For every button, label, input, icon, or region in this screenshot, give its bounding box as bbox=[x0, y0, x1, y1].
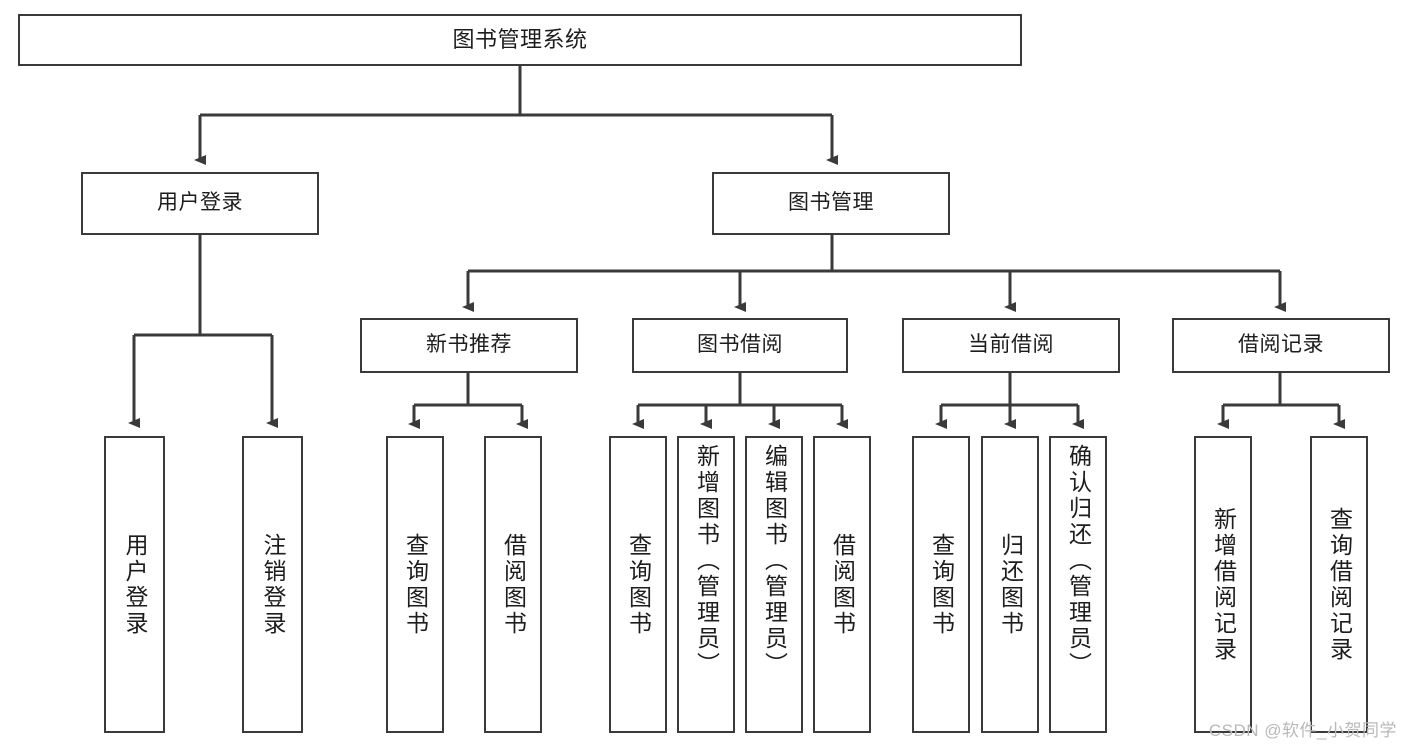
leaf-query-book-borrow[interactable]: 查询图书 bbox=[609, 436, 667, 733]
node-current-borrow[interactable]: 当前借阅 bbox=[902, 318, 1120, 373]
leaf-confirm-return-admin[interactable]: 确认归还（管理员） bbox=[1049, 436, 1107, 733]
leaf-query-book-recommend[interactable]: 查询图书 bbox=[386, 436, 444, 733]
node-label: 图书管理 bbox=[788, 191, 874, 215]
node-label: 确认归还（管理员） bbox=[1065, 444, 1092, 678]
leaf-add-borrow-record[interactable]: 新增借阅记录 bbox=[1194, 436, 1252, 733]
node-label: 图书借阅 bbox=[697, 333, 783, 357]
node-label: 用户登录 bbox=[157, 191, 243, 215]
node-label: 借阅图书 bbox=[500, 532, 527, 637]
leaf-add-book-admin[interactable]: 新增图书（管理员） bbox=[677, 436, 735, 733]
node-user-login[interactable]: 用户登录 bbox=[81, 172, 319, 235]
node-label: 借阅记录 bbox=[1238, 333, 1324, 357]
node-book-borrow[interactable]: 图书借阅 bbox=[632, 318, 848, 373]
node-label: 图书管理系统 bbox=[452, 27, 588, 53]
leaf-borrow-book[interactable]: 借阅图书 bbox=[813, 436, 871, 733]
node-label: 用户登录 bbox=[122, 532, 148, 637]
node-label: 新书推荐 bbox=[426, 333, 512, 357]
node-label: 查询图书 bbox=[625, 532, 652, 637]
node-label: 新增图书（管理员） bbox=[693, 444, 720, 678]
node-new-book-recommend[interactable]: 新书推荐 bbox=[360, 318, 578, 373]
node-label: 借阅图书 bbox=[829, 532, 856, 637]
leaf-borrow-book-recommend[interactable]: 借阅图书 bbox=[484, 436, 542, 733]
node-label: 查询借阅记录 bbox=[1326, 506, 1353, 663]
node-label: 编辑图书（管理员） bbox=[761, 444, 788, 678]
node-label: 归还图书 bbox=[997, 532, 1024, 637]
leaf-query-borrow-record[interactable]: 查询借阅记录 bbox=[1310, 436, 1368, 733]
node-book-management[interactable]: 图书管理 bbox=[712, 172, 950, 235]
leaf-query-book-current[interactable]: 查询图书 bbox=[912, 436, 970, 733]
node-borrow-record[interactable]: 借阅记录 bbox=[1172, 318, 1390, 373]
leaf-user-login[interactable]: 用户登录 bbox=[104, 436, 165, 733]
node-label: 查询图书 bbox=[402, 532, 429, 637]
leaf-return-book[interactable]: 归还图书 bbox=[981, 436, 1039, 733]
node-root-system[interactable]: 图书管理系统 bbox=[18, 14, 1022, 66]
leaf-edit-book-admin[interactable]: 编辑图书（管理员） bbox=[745, 436, 803, 733]
node-label: 当前借阅 bbox=[968, 333, 1054, 357]
leaf-user-logout[interactable]: 注销登录 bbox=[242, 436, 303, 733]
node-label: 新增借阅记录 bbox=[1210, 506, 1237, 663]
node-label: 查询图书 bbox=[928, 532, 955, 637]
watermark-text: CSDN @软件_小贺同学 bbox=[1208, 721, 1397, 740]
node-label: 注销登录 bbox=[260, 532, 286, 637]
